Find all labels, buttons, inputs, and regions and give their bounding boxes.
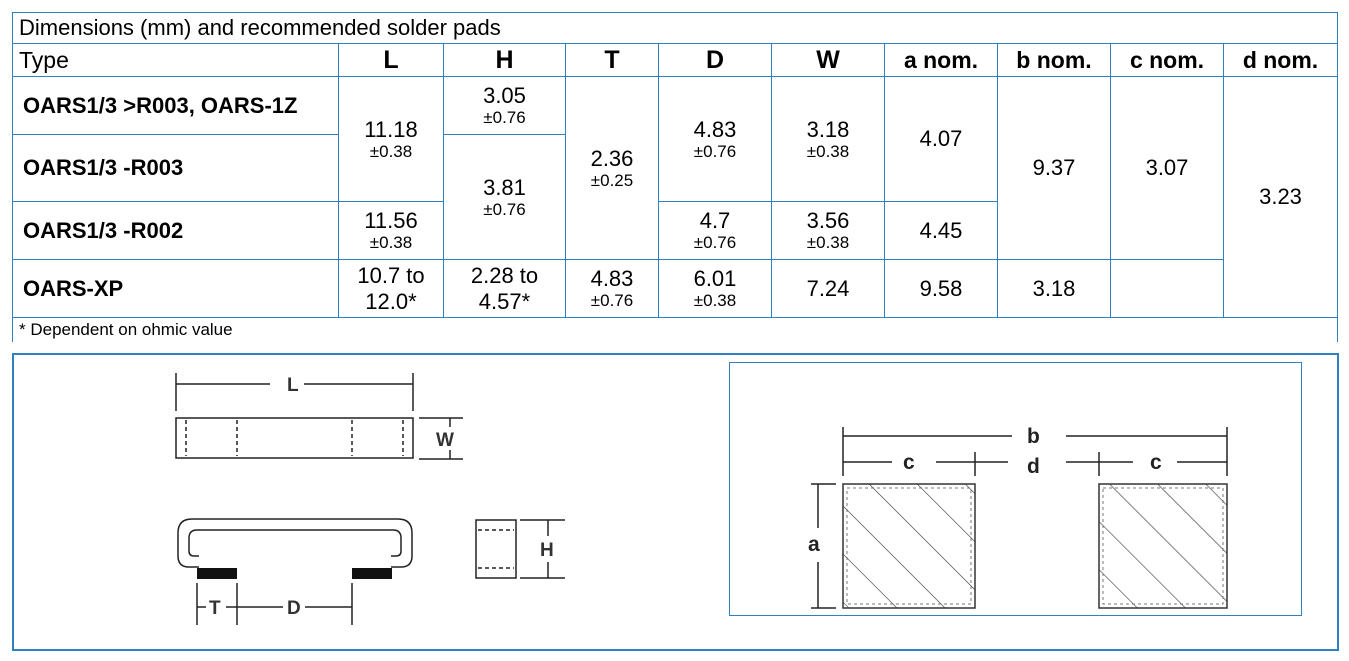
label-c-left: c xyxy=(903,451,915,474)
header-a: a nom. xyxy=(884,43,998,77)
drawings-panel xyxy=(12,353,1339,651)
cell-a: 4.45 xyxy=(884,201,998,260)
label-b: b xyxy=(1027,425,1040,448)
label-H: H xyxy=(540,540,554,561)
cell-D: 4.7±0.76 xyxy=(658,201,772,260)
cell-a: 7.24 xyxy=(771,259,885,318)
dimensions-table: Dimensions (mm) and recommended solder p… xyxy=(11,12,1339,342)
cell-a: 4.07 xyxy=(884,76,998,202)
cell-D: 4.83±0.76 xyxy=(658,76,772,202)
cell-W: 3.56±0.38 xyxy=(771,201,885,260)
header-type: Type xyxy=(12,43,339,77)
cell-L: 11.56±0.38 xyxy=(338,201,444,260)
footnote: * Dependent on ohmic value xyxy=(11,317,1339,342)
cell-c: 3.18 xyxy=(997,259,1111,318)
solder-pad-layout-frame xyxy=(729,362,1302,616)
table-caption: Dimensions (mm) and recommended solder p… xyxy=(11,12,1339,44)
cell-d: 3.23 xyxy=(1222,76,1339,318)
cell-T: 2.36±0.25 xyxy=(565,76,659,260)
label-L: L xyxy=(287,375,299,396)
row-name: OARS1/3 -R002 xyxy=(12,201,339,260)
header-row: Type L H T D W a nom. b nom. c nom. d no… xyxy=(12,43,1339,77)
table-row: OARS1/3 -R002 11.56±0.38 4.7±0.76 3.56±0… xyxy=(12,201,1338,260)
cell-W: 3.18±0.38 xyxy=(771,76,885,202)
cell-b: 9.58 xyxy=(884,259,998,318)
cell-H: 3.05±0.76 xyxy=(443,76,566,135)
header-L: L xyxy=(338,43,444,77)
table-row: OARS1/3 >R003, OARS-1Z 11.18±0.38 3.05±0… xyxy=(12,76,1339,318)
datasheet-dimensions-section: Dimensions (mm) and recommended solder p… xyxy=(11,12,1339,652)
label-D: D xyxy=(287,598,301,619)
label-d: d xyxy=(1027,455,1040,478)
label-c-right: c xyxy=(1150,451,1162,474)
table-row: OARS1/3 -R003 3.81±0.76 xyxy=(12,134,1338,260)
header-d: d nom. xyxy=(1222,43,1339,77)
label-T: T xyxy=(209,598,221,619)
cell-H: 3.81±0.76 xyxy=(443,134,566,260)
cell-b: 9.37 xyxy=(997,76,1111,260)
component-drawing: L W H T D xyxy=(175,373,565,625)
row-name: OARS1/3 -R003 xyxy=(12,134,339,202)
cell-L: 11.18±0.38 xyxy=(338,76,444,202)
cell-c: 3.07 xyxy=(1110,76,1224,260)
header-T: T xyxy=(565,43,659,77)
label-W: W xyxy=(436,430,454,451)
label-a: a xyxy=(808,533,820,556)
row-name: OARS-XP xyxy=(12,259,339,318)
header-b: b nom. xyxy=(997,43,1111,77)
